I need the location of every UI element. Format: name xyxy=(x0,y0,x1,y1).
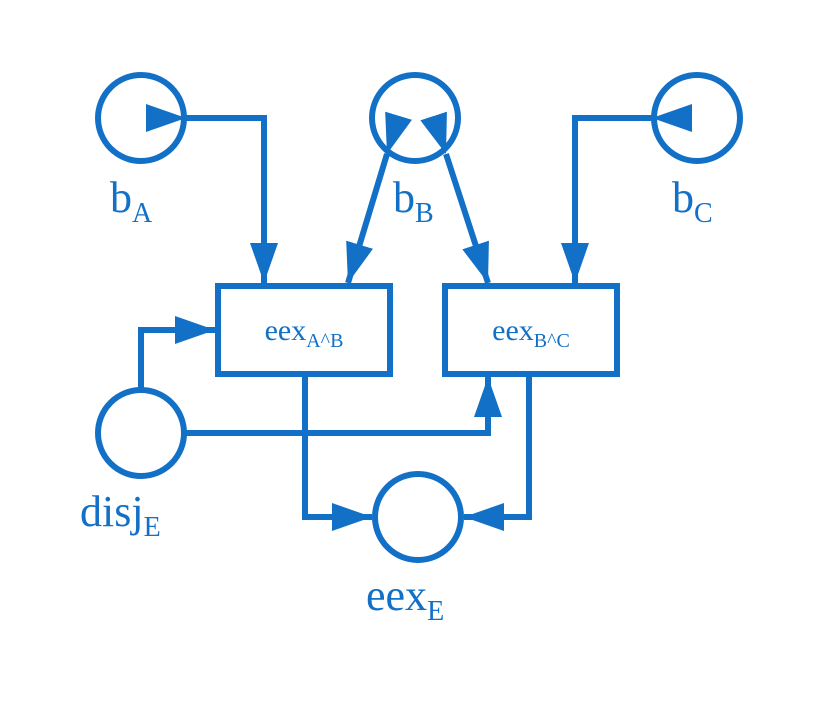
label-eex-b-and-c-sub: B^C xyxy=(534,330,570,352)
label-b-b-sub: B xyxy=(415,198,434,229)
arc-b-c-eex-b-and-c xyxy=(561,104,692,283)
label-eex-e-sub: E xyxy=(427,596,444,627)
label-disj-e-base: disj xyxy=(80,487,144,536)
place-b-a xyxy=(95,72,187,164)
place-b-b xyxy=(369,72,461,164)
label-b-b-base: b xyxy=(393,173,415,222)
label-b-c: bC xyxy=(672,173,713,229)
label-eex-a-and-b: eexA^B xyxy=(265,314,344,352)
arc-disj-e-eex-a-and-b xyxy=(138,316,215,390)
label-eex-a-and-b-base: eex xyxy=(265,314,307,347)
label-b-a: bA xyxy=(110,173,153,229)
label-eex-e: eexE xyxy=(366,571,444,627)
label-b-a-base: b xyxy=(110,173,132,222)
arc-eex-b-and-c-eex-e xyxy=(464,374,532,531)
label-b-b: bB xyxy=(393,173,434,229)
arc-b-b-eex-b-and-c xyxy=(420,111,491,284)
arc-b-a-eex-a-and-b xyxy=(146,104,278,283)
label-eex-b-and-c: eexB^C xyxy=(492,314,570,352)
arc-b-b-eex-a-and-b xyxy=(345,111,412,284)
label-eex-b-and-c-base: eex xyxy=(492,314,534,347)
label-b-c-sub: C xyxy=(694,198,713,229)
place-eex-e xyxy=(372,471,464,563)
label-disj-e-sub: E xyxy=(144,512,161,543)
arc-disj-e-eex-b-and-c xyxy=(184,377,502,436)
label-b-c-base: b xyxy=(672,173,694,222)
label-disj-e: disjE xyxy=(80,487,161,543)
place-b-c xyxy=(651,72,743,164)
label-b-a-sub: A xyxy=(132,198,153,229)
label-eex-a-and-b-sub: A^B xyxy=(306,330,343,352)
arc-eex-a-and-b-eex-e xyxy=(302,374,372,531)
label-eex-e-base: eex xyxy=(366,571,427,620)
place-disj-e xyxy=(95,387,187,479)
